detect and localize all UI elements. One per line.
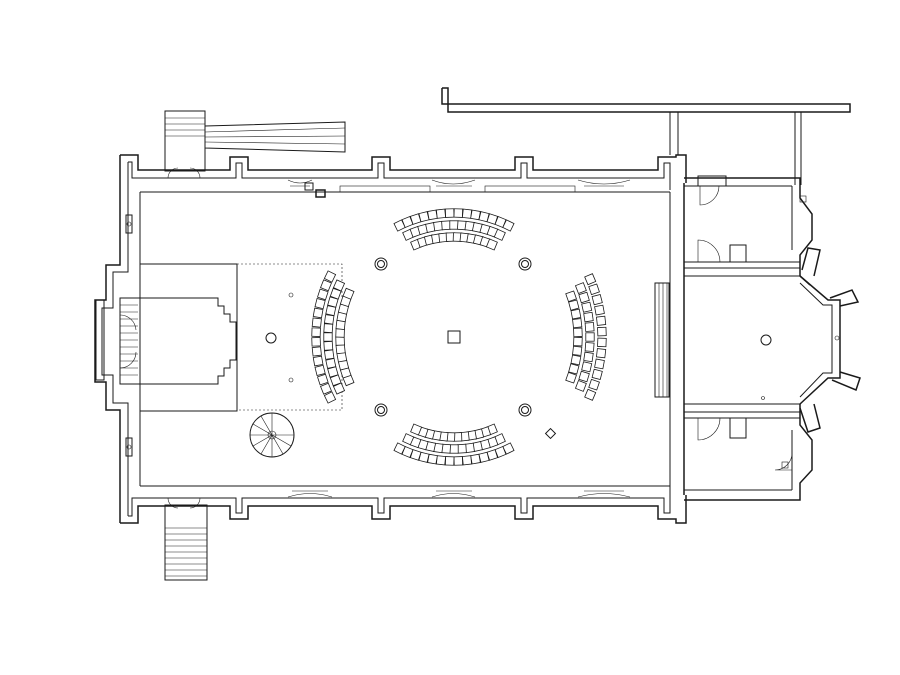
east-chair: [588, 378, 600, 391]
south-chair: [470, 453, 481, 465]
east-chair: [572, 318, 583, 329]
west-chair: [311, 317, 322, 328]
east-chair: [594, 358, 605, 370]
east-chair: [584, 322, 595, 332]
south-chair: [461, 455, 473, 466]
east-chair: [570, 354, 582, 366]
west-chair: [335, 336, 345, 346]
east-chair: [570, 308, 582, 320]
north-chair: [485, 238, 498, 251]
east-chair: [578, 370, 590, 383]
west-chair: [329, 287, 342, 300]
west-chair: [311, 337, 321, 347]
south-vestry: [684, 404, 813, 501]
east-chair: [591, 368, 603, 381]
east-chair: [565, 371, 577, 384]
south-chair: [435, 455, 447, 466]
east-chair: [596, 315, 607, 326]
east-chair: [573, 336, 583, 347]
west-chair: [320, 382, 332, 395]
south-chair: [453, 456, 464, 466]
nave-columns: [374, 257, 557, 440]
east-chair: [581, 361, 593, 373]
west-chair: [342, 287, 355, 300]
west-chair: [311, 346, 322, 357]
north-vestry: [684, 175, 813, 276]
south-chair: [402, 433, 415, 446]
west-chair: [327, 296, 339, 308]
south-chair: [410, 423, 423, 436]
west-chair: [329, 374, 342, 387]
west-chair: [324, 314, 335, 325]
north-chair: [502, 219, 515, 232]
east-chair: [584, 388, 597, 401]
west-entrance: [95, 263, 238, 412]
south-chair: [449, 444, 459, 454]
west-chair: [323, 270, 337, 283]
west-chair: [335, 344, 346, 355]
west-chair: [312, 307, 324, 319]
south-stair: [164, 504, 208, 581]
north-chair: [435, 208, 447, 219]
nave-walls: [94, 154, 687, 524]
east-chair: [573, 327, 583, 338]
chancel: [654, 275, 841, 405]
east-chair: [568, 363, 580, 375]
east-chair: [584, 273, 597, 286]
west-chair: [323, 340, 334, 351]
north-stair: [164, 110, 346, 172]
west-chair: [314, 364, 326, 376]
west-chair: [335, 328, 345, 338]
north-chair: [441, 220, 452, 231]
east-chair: [572, 345, 583, 356]
east-chair: [583, 351, 594, 363]
exterior-boundary-wall: [441, 87, 851, 185]
east-chair: [574, 379, 587, 392]
east-chair: [578, 291, 590, 304]
east-chair: [588, 283, 600, 296]
east-chair: [583, 311, 594, 323]
east-chair: [591, 293, 603, 306]
seating-arcs: [311, 208, 607, 466]
west-chair: [311, 327, 321, 337]
west-chair: [320, 279, 332, 292]
west-chair: [324, 349, 335, 360]
west-chair: [312, 355, 324, 367]
east-chair: [581, 301, 593, 313]
east-chair: [584, 342, 595, 352]
north-chair: [449, 220, 459, 230]
west-chair: [332, 382, 346, 395]
east-chair: [594, 304, 605, 316]
east-chair: [597, 326, 607, 337]
entry-doors: [160, 167, 326, 509]
east-chair: [574, 282, 587, 295]
east-chair: [585, 332, 595, 342]
west-chair: [323, 391, 337, 404]
apse-buttresses: [799, 247, 861, 433]
south-chair: [456, 443, 467, 454]
west-chair: [332, 279, 346, 292]
east-chair: [597, 337, 607, 348]
west-chair: [317, 373, 329, 386]
west-niches: [125, 214, 133, 457]
south-chair: [444, 456, 455, 466]
west-chair: [323, 323, 334, 334]
north-chair: [461, 208, 473, 219]
north-chair: [493, 228, 506, 241]
east-chair: [565, 290, 577, 303]
south-chair: [393, 442, 406, 455]
nave-windows: [287, 179, 631, 498]
north-chair: [427, 209, 438, 221]
west-chair: [314, 298, 326, 310]
west-chair: [317, 288, 329, 301]
west-chair: [325, 357, 337, 369]
spiral-stair: [249, 412, 295, 458]
east-chair: [568, 299, 580, 311]
west-chair: [323, 332, 333, 342]
north-chair: [453, 208, 464, 218]
north-chair: [444, 208, 455, 218]
east-chair: [596, 348, 607, 359]
